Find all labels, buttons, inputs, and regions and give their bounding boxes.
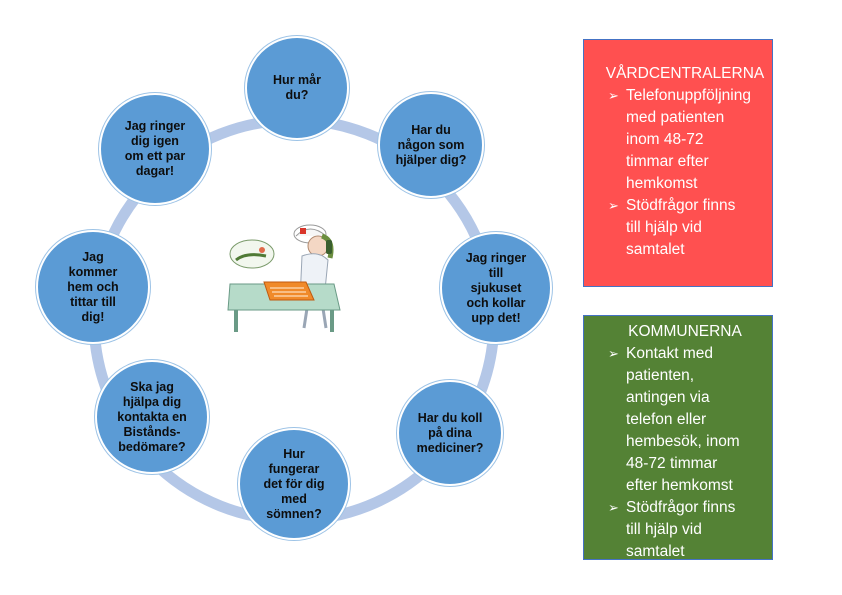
cycle-node-ska-jag-hjalpa: Ska jag hjälpa dig kontakta en Bistånds-… xyxy=(95,360,209,474)
cycle-node-text: Hur mår du? xyxy=(273,73,321,102)
cycle-node-text: Har du koll på dina mediciner? xyxy=(416,410,484,455)
list-item: ➢ Telefonuppföljning med patienten inom … xyxy=(604,85,766,195)
cycle-node-text: Ska jag hjälpa dig kontakta en Bistånds-… xyxy=(117,379,187,454)
cycle-node-jag-ringer-sjukhuset: Jag ringer till sjukuset och kollar upp … xyxy=(440,232,552,344)
cycle-node-jag-kommer-hem: Jag kommer hem och tittar till dig! xyxy=(36,230,150,344)
cycle-node-hur-fungerar-somnen: Hur fungerar det för dig med sömnen? xyxy=(238,428,350,540)
cycle-node-text: Har du någon som hjälper dig? xyxy=(395,122,467,167)
list-item-text: Stödfrågor finns till hjälp vid samtalet xyxy=(626,197,736,258)
arrow-bullet-icon: ➢ xyxy=(608,88,619,103)
cycle-node-jag-ringer-igen: Jag ringer dig igen om ett par dagar! xyxy=(99,93,211,205)
list-item: ➢ Kontakt med patienten, antingen via te… xyxy=(604,343,766,497)
cycle-node-hur-mar-du: Hur mår du? xyxy=(245,36,349,140)
kommunerna-panel: KOMMUNERNA ➢ Kontakt med patienten, anti… xyxy=(583,315,773,560)
cycle-node-text: Jag ringer dig igen om ett par dagar! xyxy=(124,119,186,178)
cycle-node-text: Jag kommer hem och tittar till dig! xyxy=(67,249,119,324)
cycle-node-har-du-nagon: Har du någon som hjälper dig? xyxy=(378,92,484,198)
arrow-bullet-icon: ➢ xyxy=(608,198,619,213)
vardcentralerna-list: ➢ Telefonuppföljning med patienten inom … xyxy=(604,85,766,261)
cycle-node-text: Hur fungerar det för dig med sömnen? xyxy=(263,446,325,521)
vardcentralerna-panel: VÅRDCENTRALERNA ➢ Telefonuppföljning med… xyxy=(583,39,773,287)
list-item-text: Stödfrågor finns till hjälp vid samtalet xyxy=(626,499,736,560)
arrow-bullet-icon: ➢ xyxy=(608,500,619,515)
kommunerna-list: ➢ Kontakt med patienten, antingen via te… xyxy=(604,343,766,563)
list-item-text: Telefonuppföljning med patienten inom 48… xyxy=(626,87,751,192)
nurse-on-phone-illustration xyxy=(227,224,341,332)
list-item-text: Kontakt med patienten, antingen via tele… xyxy=(626,345,740,494)
cycle-node-har-du-koll: Har du koll på dina mediciner? xyxy=(397,380,503,486)
list-item: ➢ Stödfrågor finns till hjälp vid samtal… xyxy=(604,497,766,563)
cycle-node-text: Jag ringer till sjukuset och kollar upp … xyxy=(465,250,527,325)
arrow-bullet-icon: ➢ xyxy=(608,346,619,361)
list-item: ➢ Stödfrågor finns till hjälp vid samtal… xyxy=(604,195,766,261)
vardcentralerna-title: VÅRDCENTRALERNA xyxy=(605,65,765,82)
kommunerna-title: KOMMUNERNA xyxy=(628,323,742,340)
